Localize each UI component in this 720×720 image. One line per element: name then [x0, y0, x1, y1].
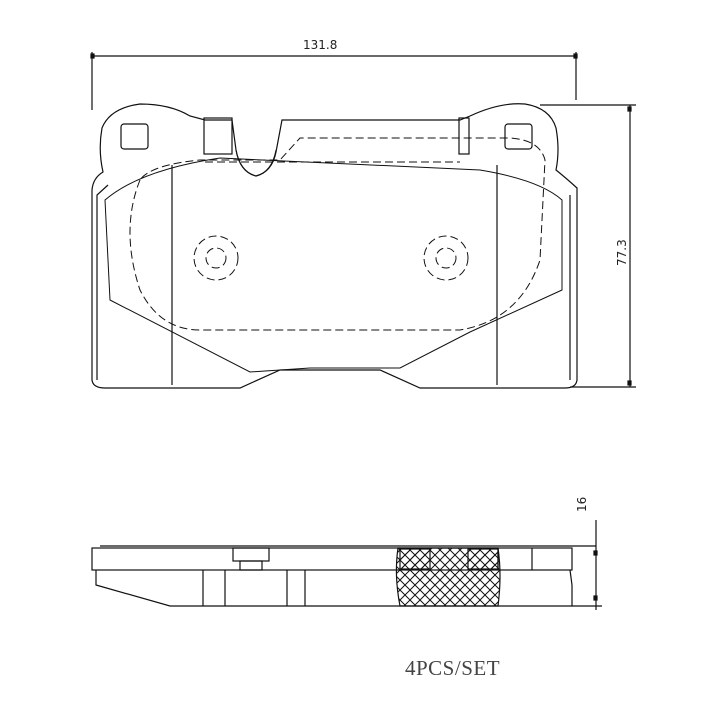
width-label: 131.8 [303, 38, 337, 52]
front-view [91, 103, 578, 389]
width-dimension [90, 52, 578, 110]
hidden-lines [129, 137, 546, 331]
height-label: 77.3 [615, 239, 629, 266]
thickness-label: 16 [575, 497, 589, 512]
quantity-caption: 4PCS/SET [405, 656, 501, 680]
height-dimension [540, 104, 636, 388]
side-view [91, 520, 602, 610]
